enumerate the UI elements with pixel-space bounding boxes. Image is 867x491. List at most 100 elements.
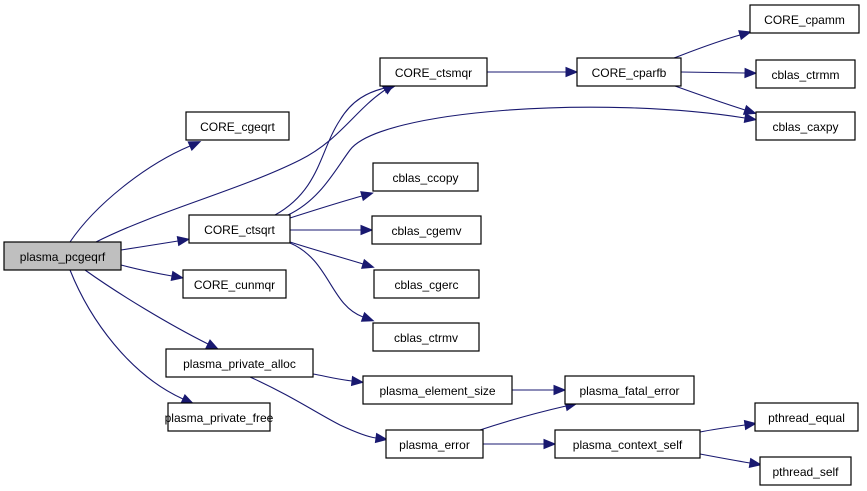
node-box[interactable] — [564, 375, 695, 405]
node-label: cblas_cgemv — [391, 224, 461, 238]
edge-CORE_cparfb-to-cblas_caxpy — [674, 85, 757, 115]
node-box[interactable] — [379, 57, 488, 87]
node-label: plasma_error — [399, 438, 470, 452]
edge-line — [289, 195, 363, 219]
node-label: plasma_private_free — [165, 411, 274, 425]
arrowhead-icon — [743, 419, 758, 431]
node-box[interactable] — [188, 214, 291, 244]
arrowhead-icon — [374, 432, 389, 444]
node-label: cblas_ctrmm — [771, 68, 839, 82]
arrowhead-icon — [742, 104, 757, 115]
edge-plasma_pcgeqrf-to-CORE_ctsqrt — [120, 235, 191, 251]
node-box[interactable] — [755, 59, 856, 89]
node-plasma-element-size[interactable]: plasma_element_size — [362, 375, 513, 405]
node-pthread-equal[interactable]: pthread_equal — [754, 402, 859, 432]
edge-CORE_ctsqrt-to-cblas_cgemv — [290, 224, 374, 236]
edge-plasma_private_alloc-to-plasma_element_size — [312, 373, 365, 387]
arrowhead-icon — [744, 67, 758, 79]
arrowhead-icon — [553, 384, 567, 396]
node-label: cblas_cgerc — [394, 278, 458, 292]
node-box[interactable] — [755, 111, 856, 141]
node-box[interactable] — [576, 57, 682, 87]
node-box[interactable] — [371, 215, 482, 245]
node-core-ctsmqr[interactable]: CORE_ctsmqr — [379, 57, 488, 87]
node-box[interactable] — [759, 456, 852, 486]
node-label: CORE_cunmqr — [194, 278, 275, 292]
edge-line — [674, 85, 746, 111]
edge-line — [95, 89, 386, 243]
edge-CORE_ctsqrt-to-cblas_cgerc — [289, 241, 375, 269]
edge-line — [84, 269, 209, 345]
node-label: CORE_ctsmqr — [395, 66, 472, 80]
node-box[interactable] — [185, 111, 290, 141]
node-plasma-private-free[interactable]: plasma_private_free — [165, 402, 274, 432]
node-cblas-cgerc[interactable]: cblas_cgerc — [373, 269, 480, 299]
node-plasma-context-self[interactable]: plasma_context_self — [554, 429, 701, 459]
node-cblas-ccopy[interactable]: cblas_ccopy — [372, 162, 479, 192]
node-box[interactable] — [554, 429, 701, 459]
edge-line — [120, 264, 173, 277]
node-cblas-ctrmm[interactable]: cblas_ctrmm — [755, 59, 856, 89]
arrowhead-icon — [180, 394, 195, 405]
node-box[interactable] — [182, 269, 287, 299]
edge-CORE_ctsqrt-to-cblas_ccopy — [289, 191, 374, 219]
node-pthread-self[interactable]: pthread_self — [759, 456, 852, 486]
edge-CORE_ctsmqr-to-CORE_cparfb — [487, 66, 579, 78]
node-box[interactable] — [167, 402, 271, 432]
edge-plasma_pcgeqrf-to-CORE_cgeqrt — [69, 141, 202, 243]
edge-line — [479, 405, 567, 431]
node-box[interactable] — [362, 375, 513, 405]
node-core-cpamm[interactable]: CORE_cpamm — [749, 4, 860, 34]
node-label: cblas_ctrmv — [394, 331, 458, 345]
node-label: pthread_self — [772, 465, 839, 479]
edge-CORE_cparfb-to-cblas_ctrmm — [680, 67, 758, 79]
node-plasma-private-alloc[interactable]: plasma_private_alloc — [165, 348, 314, 378]
node-core-cgeqrt[interactable]: CORE_cgeqrt — [185, 111, 290, 141]
node-cblas-cgemv[interactable]: cblas_cgemv — [371, 215, 482, 245]
node-core-ctsqrt[interactable]: CORE_ctsqrt — [188, 214, 291, 244]
arrowhead-icon — [743, 112, 758, 124]
node-cblas-ctrmv[interactable]: cblas_ctrmv — [372, 322, 480, 352]
node-label: plasma_pcgeqrf — [20, 250, 106, 264]
node-label: pthread_equal — [768, 411, 845, 425]
node-label: cblas_caxpy — [772, 120, 838, 134]
node-box[interactable] — [754, 402, 859, 432]
edge-line — [249, 376, 377, 439]
arrowhead-icon — [205, 339, 219, 350]
node-box[interactable] — [165, 348, 314, 378]
arrowhead-icon — [350, 375, 365, 387]
arrowhead-icon — [170, 270, 185, 282]
edge-CORE_ctsqrt-to-cblas_caxpy — [287, 106, 758, 216]
node-box[interactable] — [373, 269, 480, 299]
node-plasma-fatal-error[interactable]: plasma_fatal_error — [564, 375, 695, 405]
node-box[interactable] — [372, 322, 480, 352]
node-plasma-pcgeqrf[interactable]: plasma_pcgeqrf — [3, 241, 122, 271]
node-cblas-caxpy[interactable]: cblas_caxpy — [755, 111, 856, 141]
node-box[interactable] — [385, 429, 484, 459]
arrowhead-icon — [187, 141, 202, 151]
node-label: CORE_cgeqrt — [200, 120, 275, 134]
arrowhead-icon — [738, 30, 752, 41]
edge-plasma_error-to-plasma_fatal_error — [479, 400, 578, 431]
arrowhead-icon — [748, 457, 763, 469]
node-core-cunmqr[interactable]: CORE_cunmqr — [182, 269, 287, 299]
node-box[interactable] — [3, 241, 122, 271]
node-plasma-error[interactable]: plasma_error — [385, 429, 484, 459]
arrowhead-icon — [543, 438, 557, 450]
edge-line — [69, 145, 191, 243]
edge-line — [699, 424, 746, 433]
edge-plasma_error-to-plasma_context_self — [483, 438, 557, 450]
node-label: plasma_context_self — [573, 438, 683, 452]
node-label: cblas_ccopy — [392, 171, 458, 185]
node-label: CORE_ctsqrt — [204, 223, 275, 237]
node-label: CORE_cparfb — [592, 66, 667, 80]
arrowhead-icon — [176, 235, 191, 247]
node-box[interactable] — [372, 162, 479, 192]
arrowhead-icon — [361, 258, 375, 269]
edge-plasma_pcgeqrf-to-plasma_private_free — [69, 269, 195, 405]
arrowhead-icon — [360, 311, 375, 322]
node-box[interactable] — [749, 4, 860, 34]
edge-CORE_ctsqrt-to-CORE_ctsmqr — [274, 82, 397, 216]
edge-line — [289, 242, 364, 318]
node-core-cparfb[interactable]: CORE_cparfb — [576, 57, 682, 87]
